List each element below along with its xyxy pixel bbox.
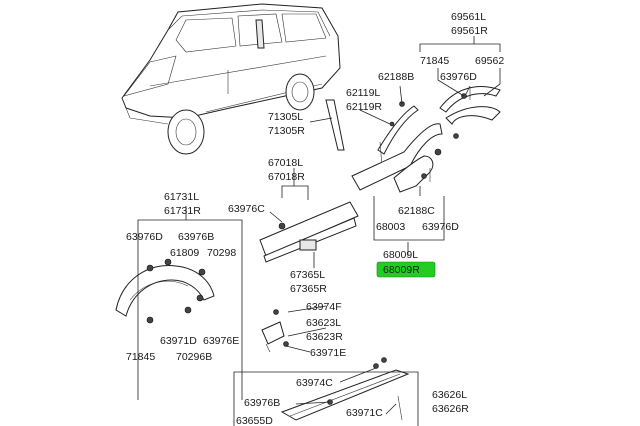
label-63655D: 63655D: [236, 415, 273, 426]
label-63976D-left: 63976D: [126, 231, 163, 243]
label-70296B: 70296B: [176, 351, 212, 363]
label-67018R: 67018R: [268, 171, 305, 183]
label-68003: 68003: [376, 221, 405, 233]
label-63974F: 63974F: [306, 301, 342, 313]
splash-strip-part: [377, 105, 419, 167]
label-61731L: 61731L: [164, 191, 199, 203]
label-63976C: 63976C: [228, 203, 265, 215]
label-62119L: 62119L: [346, 87, 380, 99]
label-71845-bottom: 71845: [126, 351, 155, 363]
label-61809: 61809: [170, 247, 199, 259]
label-63971E: 63971E: [310, 347, 346, 359]
door-molding-part: [259, 201, 359, 263]
label-68009L: 68009L: [383, 249, 418, 261]
label-63976D-mid: 63976D: [422, 221, 459, 233]
label-63974C: 63974C: [296, 377, 333, 389]
label-69561L: 69561L: [451, 11, 486, 23]
label-63976B-left: 63976B: [178, 231, 214, 243]
label-69561R: 69561R: [451, 25, 488, 37]
label-63976D-top: 63976D: [440, 71, 477, 83]
label-67018L: 67018L: [268, 157, 303, 169]
bracket-part: [261, 309, 289, 353]
label-71305R: 71305R: [268, 125, 305, 137]
label-68009R: 68009R: [383, 264, 420, 276]
part-labels: 69561L 69561R 71845 69562 62188B 63976D …: [126, 11, 504, 426]
label-62188B: 62188B: [378, 71, 414, 83]
label-63626L: 63626L: [432, 389, 467, 401]
label-63976E: 63976E: [203, 335, 239, 347]
label-63623L: 63623L: [306, 317, 341, 329]
label-69562: 69562: [475, 55, 504, 67]
vehicle-illustration: [121, 3, 341, 155]
label-63971C: 63971C: [346, 407, 383, 419]
front-fender-flare-part: [115, 258, 215, 324]
wheel-arch-molding-part: [351, 123, 443, 193]
label-63626R: 63626R: [432, 403, 469, 415]
label-61731R: 61731R: [164, 205, 201, 217]
label-62119R: 62119R: [346, 101, 382, 113]
pillar-trim-part: [325, 99, 345, 151]
label-62188C: 62188C: [398, 205, 435, 217]
label-63623R: 63623R: [306, 331, 343, 343]
leader-lines: [137, 36, 501, 426]
side-step-part: [280, 357, 410, 421]
highlight-box-68009R: [376, 261, 436, 278]
label-71845-top: 71845: [420, 55, 449, 67]
label-67365R: 67365R: [290, 283, 327, 295]
label-63976B-bottom: 63976B: [244, 397, 280, 409]
label-71305L: 71305L: [268, 111, 303, 123]
label-63971D: 63971D: [160, 335, 197, 347]
label-67365L: 67365L: [290, 269, 325, 281]
rear-fender-flare-part: [399, 86, 501, 139]
label-70298: 70298: [207, 247, 236, 259]
